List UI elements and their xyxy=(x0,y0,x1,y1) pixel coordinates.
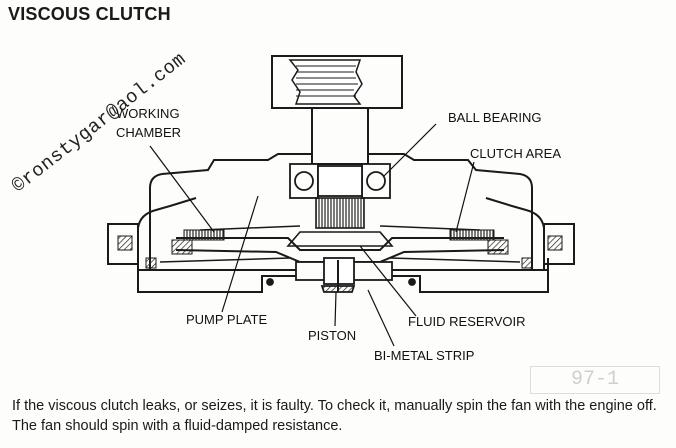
diagram-title: VISCOUS CLUTCH xyxy=(8,4,171,24)
working-chamber-label: WORKING xyxy=(116,106,180,121)
clutch-housing xyxy=(107,153,575,293)
ball-bearing-label: BALL BEARING xyxy=(448,110,541,125)
ball-bearing xyxy=(289,163,391,199)
bi-metal-piston-assembly xyxy=(266,257,416,293)
page-stamp: 97-1 xyxy=(530,366,660,394)
center-shaft xyxy=(286,197,394,247)
fluid-reservoir-label: FLUID RESERVOIR xyxy=(408,314,526,329)
piston-label: PISTON xyxy=(308,328,356,343)
working-chamber-label-2: CHAMBER xyxy=(116,125,181,140)
pump-plate-label: PUMP PLATE xyxy=(186,312,267,327)
caption-text: If the viscous clutch leaks, or seizes, … xyxy=(12,398,657,434)
drive-shaft-hub xyxy=(271,55,403,165)
leader-lines xyxy=(149,123,475,347)
working-chamber-grooves xyxy=(171,229,509,255)
clutch-area-label: CLUTCH AREA xyxy=(470,146,561,161)
bi-metal-strip-label: BI-METAL STRIP xyxy=(374,348,474,363)
